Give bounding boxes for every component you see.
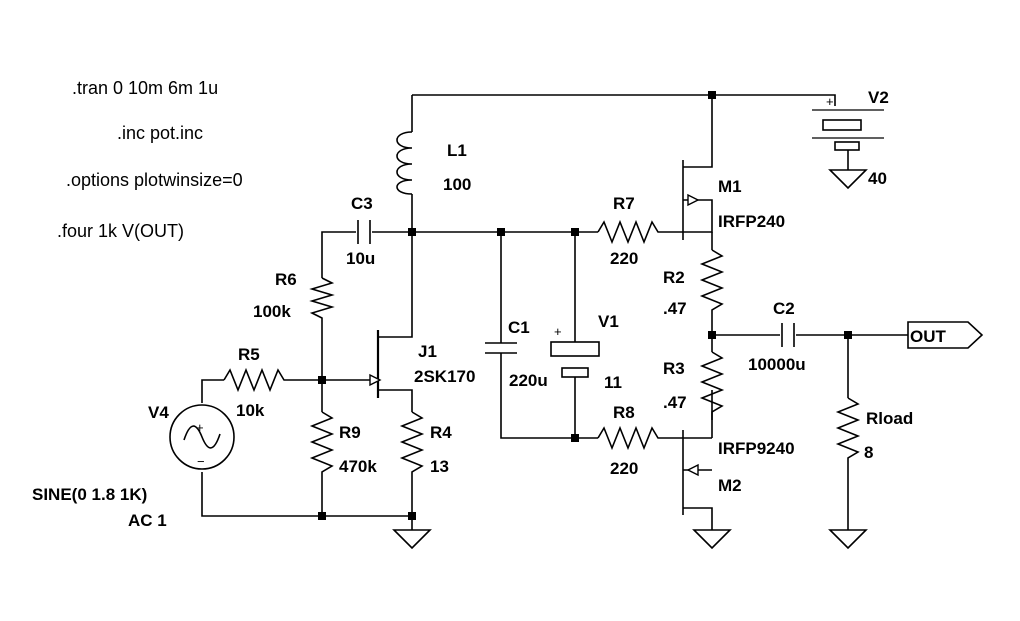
m2-ref: M2 [718,476,742,495]
c2-value: 10000u [748,355,806,374]
ground-symbols [392,169,868,550]
r9-value: 470k [339,457,377,476]
v1-plus-sign: + [554,324,562,339]
v1-value: 11 [604,373,622,392]
m1-value: IRFP240 [718,212,785,231]
resistor-r3: R3 .47 [663,351,725,420]
r4-ref: R4 [430,423,452,442]
resistor-r6: R6 100k [253,270,335,322]
c1-ref: C1 [508,318,530,337]
ground-icon [392,529,432,550]
resistor-r7: R7 220 [597,194,660,268]
v2-plus-sign: + [826,94,834,109]
ground-icon [828,169,868,190]
jfet-j1: J1 2SK170 [369,330,475,398]
l1-value: 100 [443,175,471,194]
v2-ref: V2 [868,88,889,107]
r8-value: 220 [610,459,638,478]
c2-ref: C2 [773,299,795,318]
r7-value: 220 [610,249,638,268]
junctions [318,91,852,520]
v4-minus-sign: − [197,454,205,469]
v4-value: SINE(0 1.8 1K) [32,485,147,504]
resistor-r5: R5 10k [223,345,288,420]
ground-icon [692,529,732,550]
directive-inc: .inc pot.inc [117,123,203,143]
out-label: OUT [910,327,947,346]
capacitor-c3: C3 10u [346,194,375,268]
capacitor-c2: C2 10000u [748,299,806,374]
v4-value2: AC 1 [128,511,167,530]
ground-icon [828,529,868,550]
v4-plus-sign: + [196,420,204,435]
j1-ref: J1 [418,342,437,361]
resistor-r9: R9 470k [309,411,377,480]
resistor-rload: Rload 8 [835,397,913,462]
r7-ref: R7 [613,194,635,213]
r6-value: 100k [253,302,291,321]
source-v4: + − V4 SINE(0 1.8 1K) AC 1 [32,403,235,530]
mosfet-m1: M1 IRFP240 [682,160,785,240]
v4-ref: V4 [148,403,169,422]
rload-ref: Rload [866,409,913,428]
r9-ref: R9 [339,423,361,442]
battery-v2: + V2 40 [812,88,889,188]
c1-value: 220u [509,371,548,390]
m1-ref: M1 [718,177,742,196]
directive-options: .options plotwinsize=0 [66,170,243,190]
directive-tran: .tran 0 10m 6m 1u [72,78,218,98]
r2-value: .47 [663,299,687,318]
m2-value: IRFP9240 [718,439,795,458]
r4-value: 13 [430,457,449,476]
resistor-r8: R8 220 [597,403,660,478]
v1-ref: V1 [598,312,619,331]
resistor-r2: R2 .47 [663,249,725,318]
rload-value: 8 [864,443,873,462]
mosfet-m2: M2 IRFP9240 [682,430,795,515]
resistor-r4: R4 13 [399,411,452,480]
r6-ref: R6 [275,270,297,289]
inductor-l1: L1 100 [396,131,471,195]
battery-v1: + V1 11 [550,312,622,392]
directive-four: .four 1k V(OUT) [57,221,184,241]
v2-value: 40 [868,169,887,188]
l1-ref: L1 [447,141,467,160]
r8-ref: R8 [613,403,635,422]
c3-ref: C3 [351,194,373,213]
r5-ref: R5 [238,345,260,364]
r3-value: .47 [663,393,687,412]
capacitor-c1: C1 220u [485,318,548,390]
r3-ref: R3 [663,359,685,378]
net-label-out: OUT [907,321,984,349]
j1-value: 2SK170 [414,367,475,386]
c3-value: 10u [346,249,375,268]
r2-ref: R2 [663,268,685,287]
wires [201,94,908,530]
r5-value: 10k [236,401,265,420]
